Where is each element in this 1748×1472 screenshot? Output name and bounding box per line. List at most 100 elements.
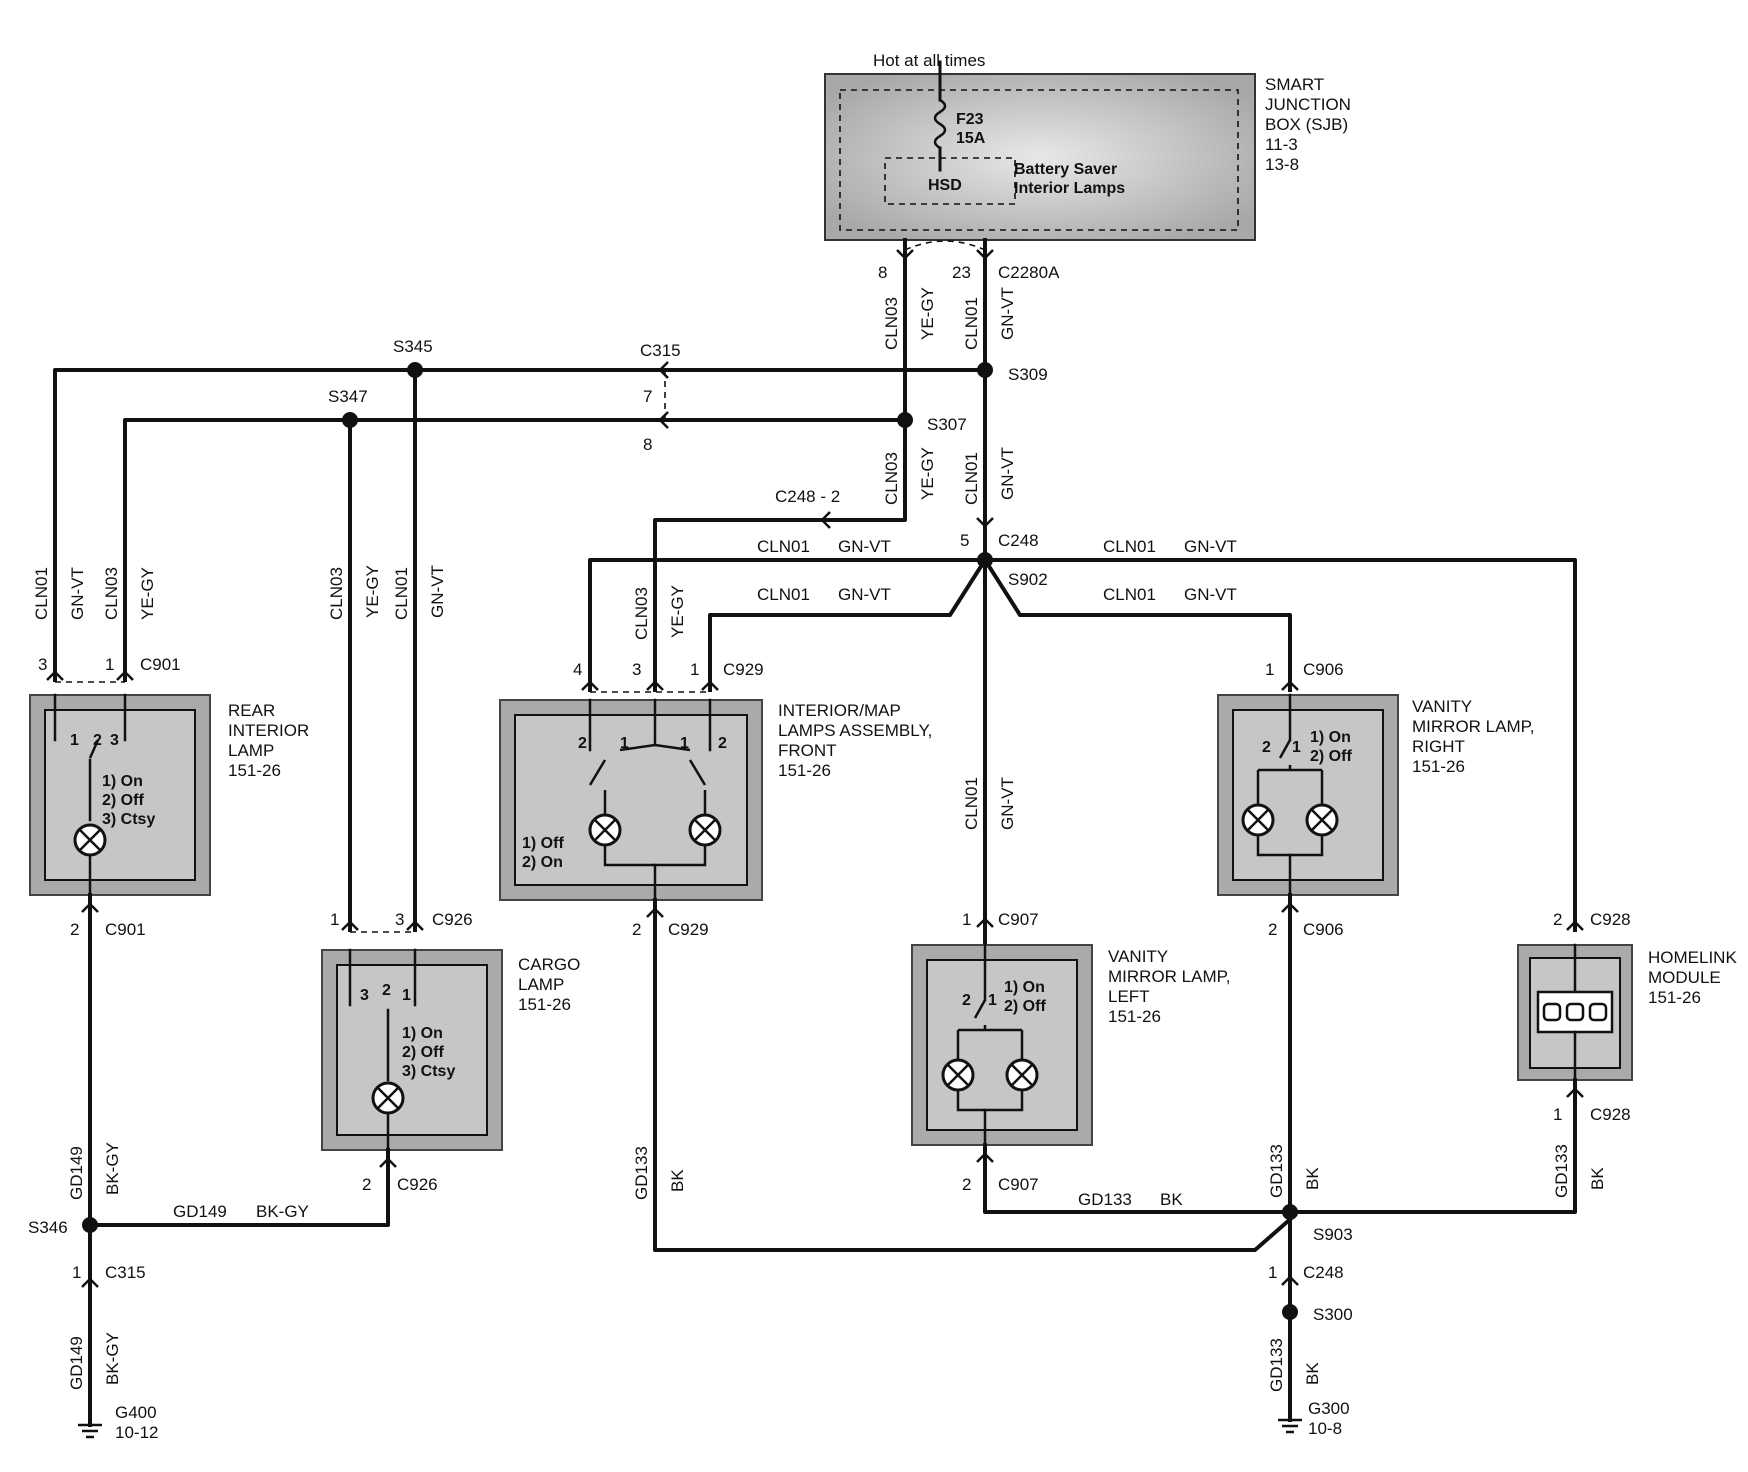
label-bk-vr: BK	[1303, 1167, 1322, 1190]
label-cln03-top: CLN03	[882, 297, 901, 350]
label-cln01-d: CLN01	[1103, 585, 1156, 604]
vanity-left-pin-1: 1	[962, 910, 971, 929]
svg-text:151-26: 151-26	[1108, 1007, 1161, 1026]
intmap-pin-2: 2	[632, 920, 641, 939]
label-cln03-intmap: CLN03	[632, 587, 651, 640]
ground-g300-ref: 10-8	[1308, 1419, 1342, 1438]
label-bk-intmap: BK	[668, 1169, 687, 1192]
label-gd133-h: GD133	[1078, 1190, 1132, 1209]
connector-c315: C315	[640, 341, 681, 360]
svg-text:1: 1	[402, 987, 411, 1004]
wire-cln01-to-intmap-4	[588, 558, 987, 692]
label-s902: S902	[1008, 570, 1048, 589]
label-yegy-intmap: YE-GY	[668, 585, 687, 638]
wire-gd133-vanity-left	[983, 1143, 1297, 1214]
rear-pin-3: 3	[38, 655, 47, 674]
svg-text:MIRROR LAMP,: MIRROR LAMP,	[1412, 717, 1535, 736]
svg-text:MIRROR LAMP,: MIRROR LAMP,	[1108, 967, 1231, 986]
splice-s307	[897, 412, 913, 428]
battery-saver-label: Battery Saver	[1014, 161, 1117, 178]
connector-c928-top: C928	[1590, 910, 1631, 929]
wire-gd133-homelink	[1288, 1078, 1577, 1214]
label-yegy-mid: YE-GY	[918, 447, 937, 500]
vanity-left-mode-1: 1) On	[1004, 979, 1045, 996]
label-bk-g: BK	[1303, 1362, 1322, 1385]
intmap-pin-1: 1	[690, 660, 699, 679]
cargo-lamp	[321, 948, 503, 1152]
svg-text:2: 2	[578, 735, 587, 752]
rear-pin-1: 1	[105, 655, 114, 674]
connector-c901-top: C901	[140, 655, 181, 674]
splice-s309	[977, 362, 993, 378]
label-yegy-top: YE-GY	[918, 287, 937, 340]
label-s346: S346	[28, 1218, 68, 1237]
ground-g300: G300	[1308, 1399, 1350, 1418]
svg-text:11-3: 11-3	[1265, 135, 1298, 154]
vanity-mirror-lamp-left	[911, 943, 1093, 1147]
svg-text:MODULE: MODULE	[1648, 968, 1721, 987]
vanity-left-name: VANITY MIRROR LAMP, LEFT 151-26	[1108, 947, 1231, 1026]
label-gnvt-d: GN-VT	[1184, 585, 1237, 604]
svg-text:2: 2	[1262, 739, 1271, 756]
connector-c248-2: C248 - 2	[775, 487, 840, 506]
label-s309: S309	[1008, 365, 1048, 384]
svg-text:CARGO: CARGO	[518, 955, 580, 974]
wire-cln01-to-intmap-1	[708, 557, 988, 692]
label-cln01-vl: CLN01	[962, 777, 981, 830]
label-bk-h: BK	[1160, 1190, 1183, 1209]
rear-pin-2: 2	[70, 920, 79, 939]
svg-text:13-8: 13-8	[1265, 155, 1299, 174]
label-cln01-c: CLN01	[1103, 537, 1156, 556]
label-s903: S903	[1313, 1225, 1353, 1244]
svg-text:151-26: 151-26	[1412, 757, 1465, 776]
svg-text:INTERIOR/MAP: INTERIOR/MAP	[778, 701, 901, 720]
rear-mode-2: 2) Off	[102, 792, 144, 809]
svg-text:151-26: 151-26	[778, 761, 831, 780]
sjb-pin-23: 23	[952, 263, 971, 282]
connector-c929-top: C929	[723, 660, 764, 679]
c315-pin-7: 7	[643, 387, 652, 406]
connector-c907-top: C907	[998, 910, 1039, 929]
label-cln03-mid: CLN03	[882, 452, 901, 505]
connector-c906-bottom: C906	[1303, 920, 1344, 939]
wire-cln01-bus	[53, 368, 987, 682]
label-bk-hl: BK	[1588, 1167, 1607, 1190]
intmap-name: INTERIOR/MAP LAMPS ASSEMBLY, FRONT 151-2…	[778, 701, 932, 780]
intmap-pin-4: 4	[573, 660, 582, 679]
splice-s347	[342, 412, 358, 428]
label-bkgy-g: BK-GY	[103, 1332, 122, 1385]
vanity-mirror-lamp-right	[1217, 693, 1399, 897]
homelink-pin-1: 1	[1553, 1105, 1562, 1124]
svg-text:LAMP: LAMP	[518, 975, 564, 994]
connector-c2280a: C2280A	[998, 263, 1060, 282]
label-gnvt-c: GN-VT	[1184, 537, 1237, 556]
label-gnvt-rear: GN-VT	[68, 567, 87, 620]
connector-c926-bottom: C926	[397, 1175, 438, 1194]
svg-text:151-26: 151-26	[1648, 988, 1701, 1007]
intmap-mode-2: 2) On	[522, 854, 563, 871]
cargo-mode-2: 2) Off	[402, 1044, 444, 1061]
c315-bottom-pin-1: 1	[72, 1263, 81, 1282]
ground-g400-icon	[78, 1423, 102, 1439]
sjb-pin-8: 8	[878, 263, 887, 282]
svg-text:RIGHT: RIGHT	[1412, 737, 1465, 756]
svg-text:LAMPS ASSEMBLY,: LAMPS ASSEMBLY,	[778, 721, 932, 740]
connector-c929-bottom: C929	[668, 920, 709, 939]
vanity-right-mode-1: 1) On	[1310, 729, 1351, 746]
label-cln01-rear: CLN01	[32, 567, 51, 620]
hsd-label: HSD	[928, 177, 962, 194]
label-s347: S347	[328, 387, 368, 406]
rear-mode-1: 1) On	[102, 773, 143, 790]
label-gnvt-vl: GN-VT	[998, 777, 1017, 830]
svg-text:2: 2	[382, 982, 391, 999]
rear-lamp-name: REAR INTERIOR LAMP 151-26	[228, 701, 309, 780]
homelink-pin-2: 2	[1553, 910, 1562, 929]
svg-text:LAMP: LAMP	[228, 741, 274, 760]
label-cln03-rear: CLN03	[102, 567, 121, 620]
fuse-rating-label: 15A	[956, 130, 986, 147]
label-bkgy-h: BK-GY	[256, 1202, 309, 1221]
svg-text:1: 1	[620, 735, 629, 752]
fuse-label: F23	[956, 111, 984, 128]
c248-pin-5: 5	[960, 531, 969, 550]
